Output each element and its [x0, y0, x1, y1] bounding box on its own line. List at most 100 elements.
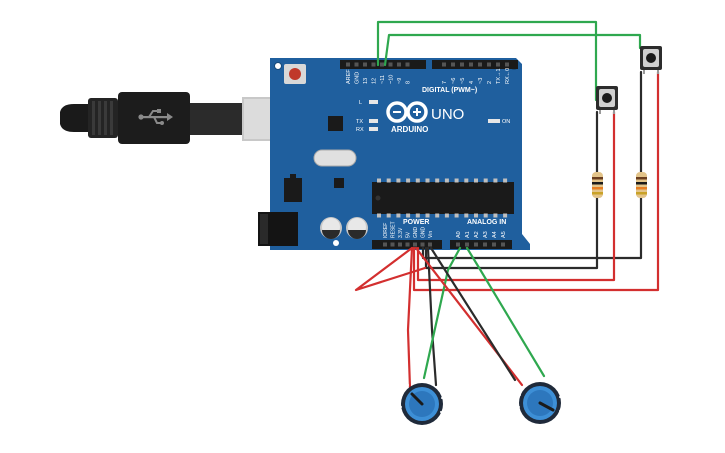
pushbutton-2[interactable]: [640, 46, 662, 74]
chip-pin: [386, 178, 391, 183]
wire-a0-to-pot-1[interactable]: [422, 246, 462, 380]
digital-pin-label: ~3: [478, 78, 484, 84]
wire-gnd-to-pot-1[interactable]: [426, 246, 438, 387]
chip-pin: [386, 213, 391, 218]
atmega-microcontroller: [372, 178, 514, 218]
digital-pin-label: ~6: [451, 78, 457, 84]
wire-a1-to-pot-2[interactable]: [465, 246, 546, 378]
led-on: [488, 119, 500, 123]
power-pin-hole[interactable]: [413, 242, 417, 247]
power-pin-hole[interactable]: [383, 242, 387, 247]
chip-pin: [396, 213, 401, 218]
wire-5v-to-button-2[interactable]: [412, 70, 660, 292]
digital-pin-hole[interactable]: [487, 62, 491, 67]
chip-pin: [415, 178, 420, 183]
analog-pin-hole[interactable]: [474, 242, 478, 247]
power-pin-hole[interactable]: [405, 242, 410, 247]
power-pin-label: Vin: [428, 231, 434, 238]
digital-header: [340, 60, 518, 69]
chip-pin: [493, 213, 498, 218]
digital-pin-hole[interactable]: [371, 62, 376, 67]
chip-pin: [454, 178, 459, 183]
analog-pin-hole[interactable]: [465, 242, 469, 247]
digital-pin-hole[interactable]: [363, 62, 367, 67]
digital-pin-label: 2: [487, 81, 493, 84]
wire-5v-to-pot-1[interactable]: [406, 246, 414, 390]
potentiometer-1[interactable]: [400, 383, 443, 425]
digital-pin-label: AREF: [346, 69, 352, 84]
wire-d13-to-button-1[interactable]: [376, 20, 598, 102]
analog-header-label: ANALOG IN: [467, 219, 506, 226]
digital-pin-label: 12: [372, 78, 378, 84]
digital-pin-hole[interactable]: [388, 62, 393, 67]
chip-pin: [406, 178, 411, 183]
board-brand: ARDUINO: [391, 125, 428, 134]
chip-pin: [396, 178, 401, 183]
digital-pin-hole[interactable]: [469, 62, 473, 67]
digital-pin-hole[interactable]: [478, 62, 482, 67]
wire-gnd-to-pot-2[interactable]: [429, 246, 517, 382]
pushbutton-1[interactable]: [596, 86, 618, 114]
reset-button[interactable]: [284, 64, 306, 84]
capacitor-2: [346, 217, 368, 239]
voltage-regulator: [284, 174, 302, 202]
digital-pin-hole[interactable]: [405, 62, 410, 67]
wire-resistor-2-to-gnd[interactable]: [421, 196, 643, 260]
power-pin-hole[interactable]: [428, 242, 432, 247]
chip-pin: [444, 178, 449, 183]
chip-pin: [503, 213, 508, 218]
power-pin-hole[interactable]: [398, 242, 402, 247]
digital-pin-hole[interactable]: [451, 62, 455, 67]
wire-d12-to-button-2[interactable]: [383, 33, 642, 67]
power-pin-hole[interactable]: [390, 242, 395, 247]
analog-header: [450, 240, 512, 249]
digital-pin-hole[interactable]: [354, 62, 359, 67]
crystal-oscillator: [313, 149, 357, 167]
chip-pin: [444, 213, 449, 218]
chip-pin: [474, 213, 478, 218]
led-rx: [369, 127, 378, 131]
digital-pin-hole[interactable]: [460, 62, 464, 67]
potentiometer-2[interactable]: [518, 382, 561, 424]
chip-pin: [464, 213, 469, 218]
power-pin-label: GND: [413, 227, 419, 239]
usb-cable: [60, 92, 280, 144]
chip-pin: [435, 178, 440, 183]
chip-pin: [464, 178, 469, 183]
led-tx: [369, 119, 378, 123]
resistor-2[interactable]: [636, 172, 647, 198]
analog-pin-hole[interactable]: [492, 242, 496, 247]
chip-pin: [454, 213, 459, 218]
wire-5v-to-button-1[interactable]: [416, 110, 616, 282]
analog-pin-hole[interactable]: [456, 242, 460, 247]
usb-icon: [138, 109, 173, 125]
analog-pin-label: A1: [465, 231, 471, 238]
board-model: UNO: [431, 106, 464, 123]
digital-pin-hole[interactable]: [496, 62, 500, 67]
capacitor-1: [320, 217, 342, 239]
digital-pin-label: 7: [442, 81, 448, 84]
digital-pin-label: RX←0: [505, 68, 511, 84]
digital-pin-label: GND: [355, 72, 361, 84]
chip-pin: [483, 178, 488, 183]
arduino-logo-icon: [386, 101, 428, 123]
digital-pin-hole[interactable]: [505, 62, 509, 67]
power-pin-hole[interactable]: [420, 242, 425, 247]
chip-pin: [425, 178, 430, 183]
digital-pin-hole[interactable]: [346, 62, 350, 67]
resistor-1[interactable]: [592, 172, 603, 198]
digital-pin-hole[interactable]: [397, 62, 401, 67]
analog-pin-label: A0: [456, 231, 462, 238]
led-tx-label: TX: [356, 119, 363, 125]
digital-pin-hole[interactable]: [380, 62, 384, 67]
digital-pin-hole[interactable]: [442, 62, 446, 67]
power-pin-label: GND: [421, 227, 427, 239]
power-pin-label: 3.3V: [398, 227, 404, 238]
analog-pin-hole[interactable]: [501, 242, 505, 247]
analog-pin-hole[interactable]: [483, 242, 487, 247]
digital-header-label: DIGITAL (PWM~): [422, 87, 477, 94]
chip-pin: [377, 213, 381, 218]
